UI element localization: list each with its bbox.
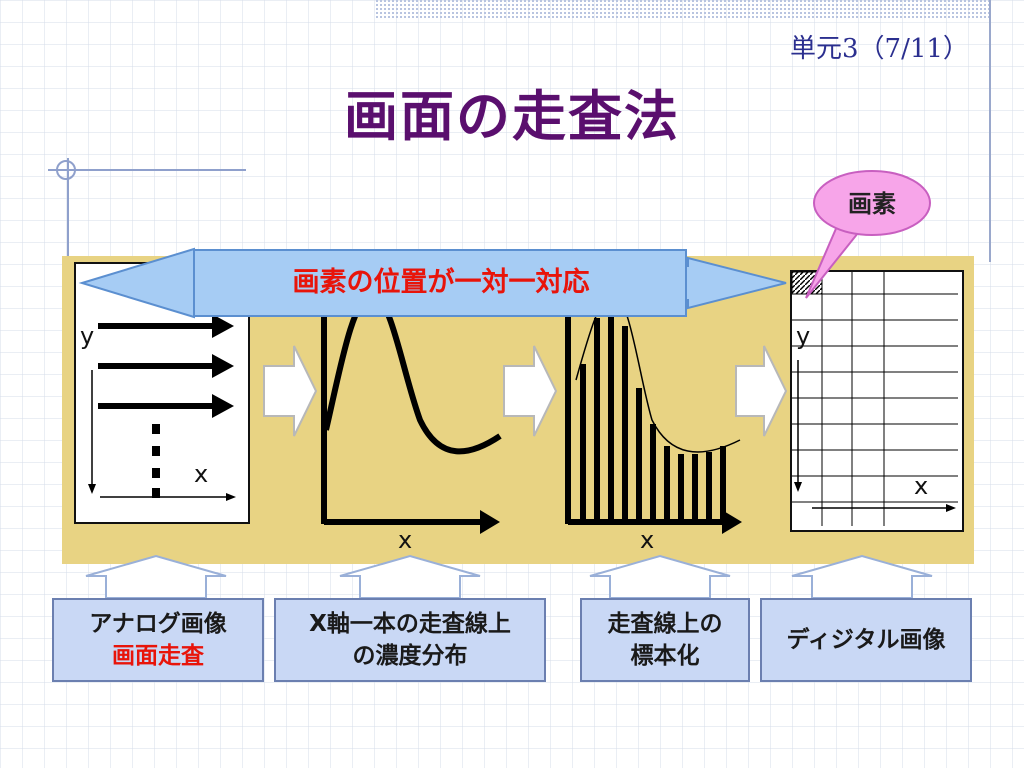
caption-pointer-arrow: [589, 554, 731, 599]
caption-pointer-arrow: [791, 554, 933, 599]
continuation-dots: [152, 424, 160, 498]
caption-sampled-line1: 走査線上の: [607, 611, 723, 637]
caption-analog-line1: アナログ画像: [89, 611, 227, 637]
caption-profile-line2: の濃度分布: [352, 643, 468, 669]
flow-arrow: [735, 345, 788, 437]
sampled-graph: [565, 290, 742, 534]
profile-axis-x-label: x: [398, 526, 413, 554]
scan-line-arrow: [98, 354, 234, 378]
analog-axis-x-label: x: [194, 460, 209, 488]
density-profile-graph: [321, 288, 502, 534]
caption-digital-line1: ディジタル画像: [786, 627, 946, 653]
correspondence-label: 画素の位置が一対一対応: [292, 267, 590, 298]
page-title: 画面の走査法: [344, 85, 680, 148]
caption-analog-image: アナログ画像 画面走査: [52, 598, 264, 682]
header-dotted-band: [376, 0, 992, 18]
analog-axes: [88, 370, 236, 501]
decor-circle: [56, 160, 76, 180]
density-curve: [323, 288, 502, 455]
sample-bars: [580, 296, 726, 522]
sampled-envelope-curve: [575, 291, 741, 453]
correspondence-arrow: [78, 247, 787, 319]
flow-arrow: [263, 345, 318, 437]
sampled-axis-x-label: x: [640, 526, 655, 554]
caption-density-profile: X軸一本の走査線上 の濃度分布: [274, 598, 546, 682]
digital-image-panel: [790, 270, 964, 532]
caption-analog-line2: 画面走査: [112, 643, 204, 669]
unit-label: 単元3（7/11）: [790, 34, 969, 64]
digital-axis-x-label: x: [914, 472, 929, 500]
caption-pointer-arrow: [85, 554, 227, 599]
scan-line-arrow: [98, 394, 234, 418]
caption-sampled-line2: 標本化: [630, 643, 700, 669]
caption-profile-line1: X軸一本の走査線上: [309, 611, 511, 637]
digital-pixel-grid: [791, 271, 958, 526]
digital-axis-y-label: y: [796, 322, 811, 350]
caption-digital-image: ディジタル画像: [760, 598, 972, 682]
analog-axis-y-label: y: [80, 322, 95, 350]
caption-sampling: 走査線上の 標本化: [580, 598, 750, 682]
flow-arrow: [503, 345, 558, 437]
caption-pointer-arrow: [339, 554, 481, 599]
pixel-callout-bubble: [805, 170, 931, 299]
pixel-bubble-label: 画素: [848, 190, 896, 218]
scan-line-arrow: [98, 314, 234, 338]
